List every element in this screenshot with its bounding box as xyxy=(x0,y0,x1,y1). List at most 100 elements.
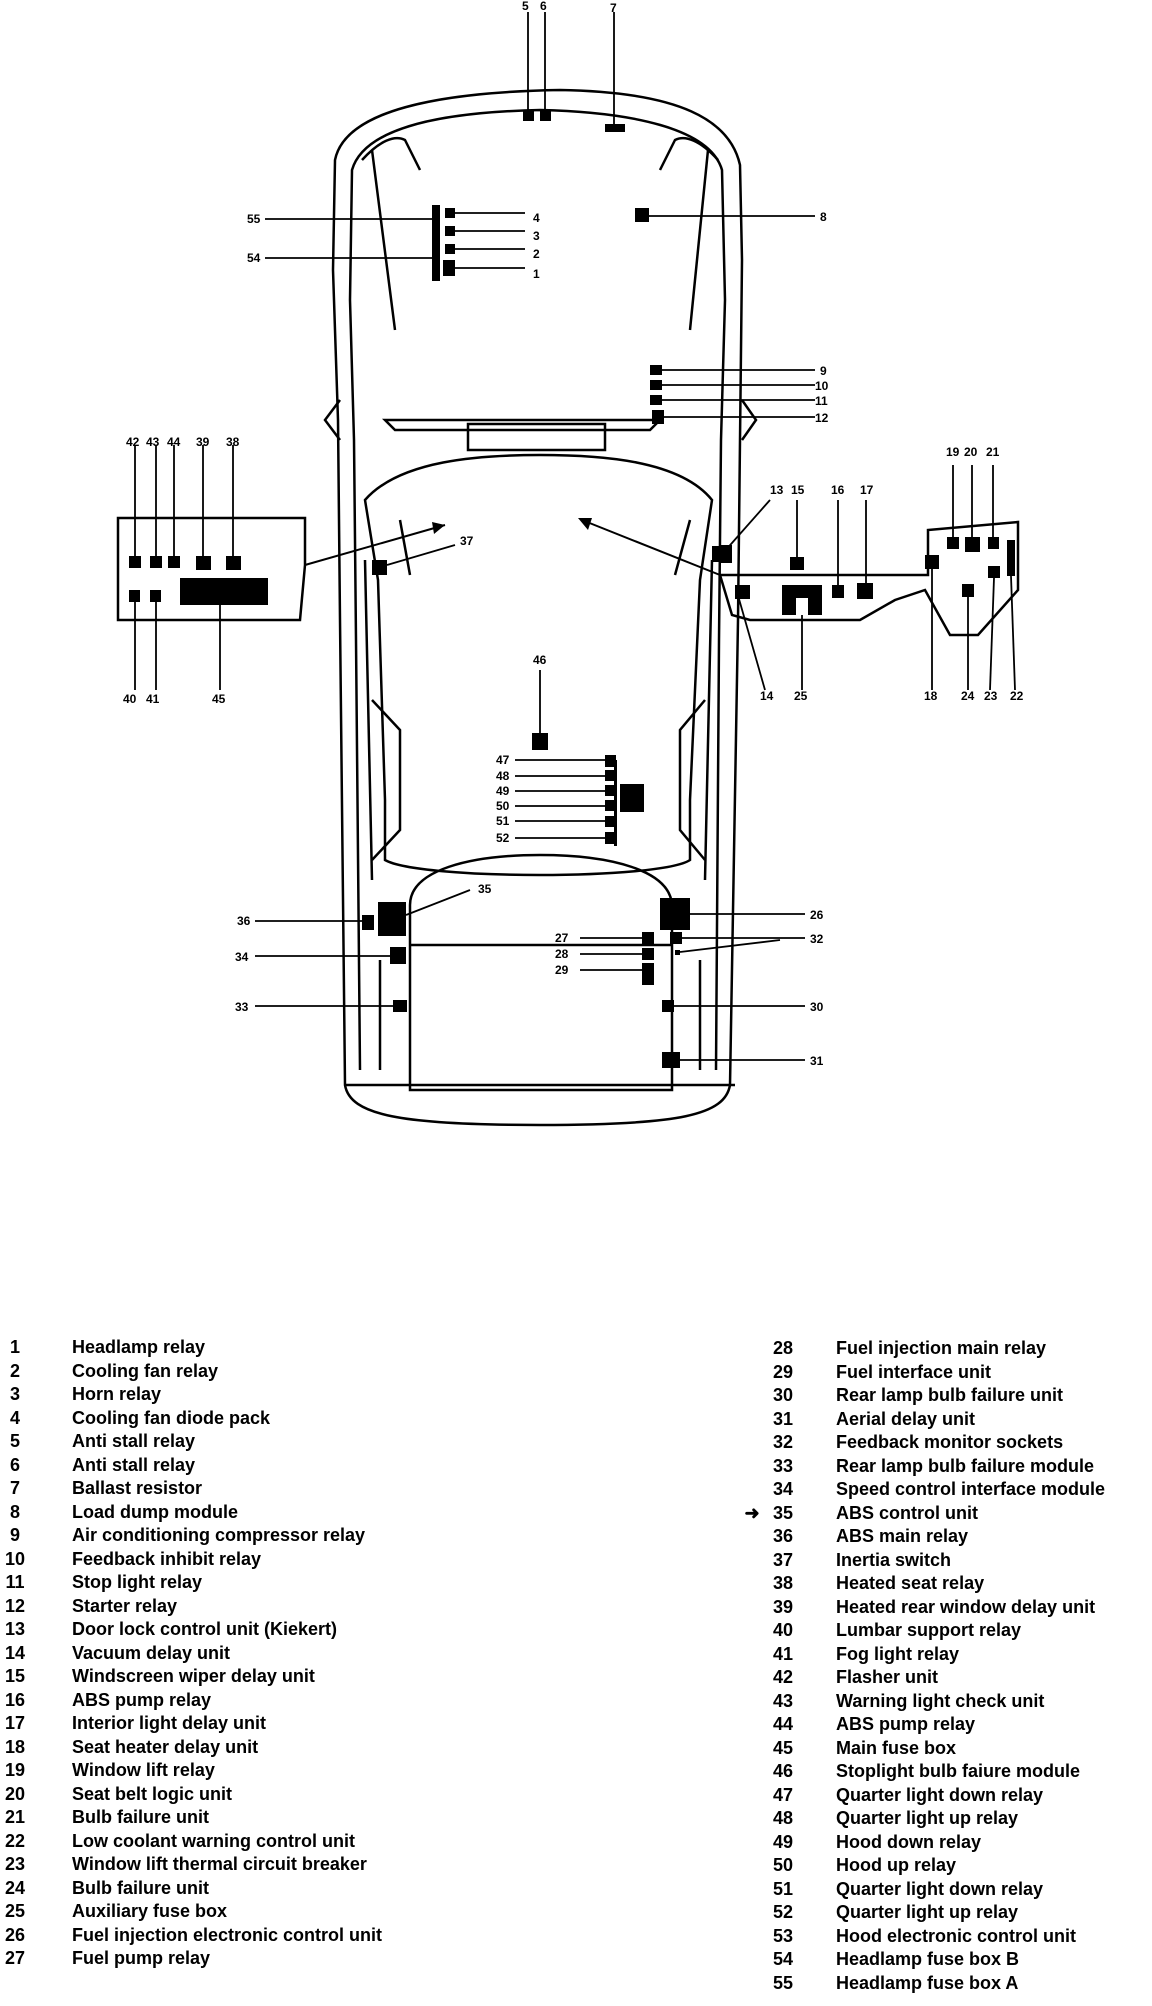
legend-label: Interior light delay unit xyxy=(72,1713,267,1733)
legend-number: 41 xyxy=(772,1643,794,1664)
callout-42: 42 xyxy=(126,435,140,449)
legend-label: Feedback monitor sockets xyxy=(836,1432,1064,1452)
legend-number: 44 xyxy=(772,1714,794,1734)
callout-45: 45 xyxy=(212,692,226,706)
legend-number: 53 xyxy=(772,1925,794,1946)
legend-number: 36 xyxy=(772,1526,794,1546)
legend-label: Bulb failure unit xyxy=(72,1807,209,1827)
legend-label: Cooling fan relay xyxy=(72,1360,219,1381)
car-outline xyxy=(323,88,758,1127)
legend-label: Bulb failure unit xyxy=(72,1877,209,1898)
legend-label: Lumbar support relay xyxy=(836,1620,1022,1640)
legend-number: 47 xyxy=(772,1784,794,1805)
legend-label: Ballast resistor xyxy=(72,1478,203,1498)
legend-label: Door lock control unit (Kiekert) xyxy=(72,1619,338,1639)
callout-27: 27 xyxy=(555,931,569,945)
legend-number: 1 xyxy=(9,1337,20,1357)
legend-label: Flasher unit xyxy=(836,1667,939,1687)
legend-label: Heated seat relay xyxy=(836,1573,985,1593)
legend-label: Rear lamp bulb failure module xyxy=(836,1455,1095,1476)
legend-label: Fuel pump relay xyxy=(72,1948,211,1968)
callout-4: 4 xyxy=(533,211,540,225)
legend-label: Vacuum delay unit xyxy=(72,1642,231,1663)
legend-label: Auxiliary fuse box xyxy=(72,1901,228,1921)
callout-34: 34 xyxy=(235,950,249,964)
callout-31: 31 xyxy=(810,1054,824,1068)
legend-number: 51 xyxy=(772,1878,794,1899)
legend-number: 37 xyxy=(772,1549,794,1570)
left-inset-panel xyxy=(116,516,446,622)
legend-item: 41 Fog light relay xyxy=(740,1643,1152,1667)
callout-40: 40 xyxy=(123,692,137,706)
legend-number: 23 xyxy=(4,1854,26,1874)
legend-number: 28 xyxy=(772,1338,794,1358)
legend-number: 6 xyxy=(9,1454,20,1475)
legend-number: 4 xyxy=(9,1407,20,1428)
legend-number: 35 xyxy=(772,1502,794,1523)
callout-19: 19 xyxy=(946,445,960,459)
legend-number: 33 xyxy=(772,1455,794,1476)
legend-label: Stop light relay xyxy=(72,1572,203,1592)
callout-50: 50 xyxy=(496,799,510,813)
callout-23: 23 xyxy=(984,689,998,703)
legend-number: 55 xyxy=(772,1972,794,1993)
callout-39: 39 xyxy=(196,435,210,449)
legend-label: Stoplight bulb faiure module xyxy=(836,1761,1080,1781)
legend-label: Hood electronic control unit xyxy=(836,1925,1077,1946)
component-markers xyxy=(362,110,724,1068)
callout-14: 14 xyxy=(760,689,774,703)
callout-8: 8 xyxy=(820,210,827,224)
legend-label: ABS main relay xyxy=(836,1526,969,1546)
legend-number: 39 xyxy=(772,1596,794,1617)
legend-item: 53 Hood electronic control unit xyxy=(740,1925,1152,1949)
legend-number: 52 xyxy=(772,1902,794,1922)
legend-label: Headlamp fuse box A xyxy=(836,1972,1019,1993)
legend-label: Aerial delay unit xyxy=(836,1408,976,1429)
legend-number: 49 xyxy=(772,1831,794,1852)
legend-label: Low coolant warning control unit xyxy=(72,1830,355,1851)
legend-number: 50 xyxy=(772,1855,794,1875)
legend-label: Heated rear window delay unit xyxy=(836,1596,1096,1617)
callout-6: 6 xyxy=(540,0,547,13)
legend-label: Fuel interface unit xyxy=(836,1361,992,1382)
legend-label: Seat heater delay unit xyxy=(72,1736,259,1757)
legend-number: 22 xyxy=(4,1830,26,1851)
legend-number: 48 xyxy=(772,1808,794,1828)
legend-number: 32 xyxy=(772,1432,794,1452)
legend-number: 42 xyxy=(772,1667,794,1687)
legend-item: 22 Low coolant warning control unit xyxy=(0,1830,460,1854)
callout-1: 1 xyxy=(533,267,540,281)
legend-label: Rear lamp bulb failure unit xyxy=(836,1385,1064,1405)
legend-item: 1 Headlamp relay xyxy=(0,1336,460,1360)
legend-label: Fog light relay xyxy=(836,1643,960,1664)
legend-item: 39 Heated rear window delay unit xyxy=(740,1596,1152,1620)
legend-label: Fuel injection electronic control unit xyxy=(72,1924,383,1945)
callout-12: 12 xyxy=(815,411,829,425)
car-component-location-diagram: 1 2 3 4 5 6 7 8 9 10 11 12 13 14 15 16 1… xyxy=(116,0,1024,1127)
callout-11: 11 xyxy=(815,394,828,408)
legend-label: Headlamp relay xyxy=(72,1337,206,1357)
legend-label: Quarter light down relay xyxy=(836,1878,1044,1899)
legend-item: 55 Headlamp fuse box A xyxy=(740,1972,1152,1996)
callout-55: 55 xyxy=(247,212,261,226)
callout-44: 44 xyxy=(167,435,181,449)
legend-number: 10 xyxy=(4,1548,26,1569)
legend-number: 18 xyxy=(4,1736,26,1757)
legend-label: ABS pump relay xyxy=(72,1689,212,1710)
